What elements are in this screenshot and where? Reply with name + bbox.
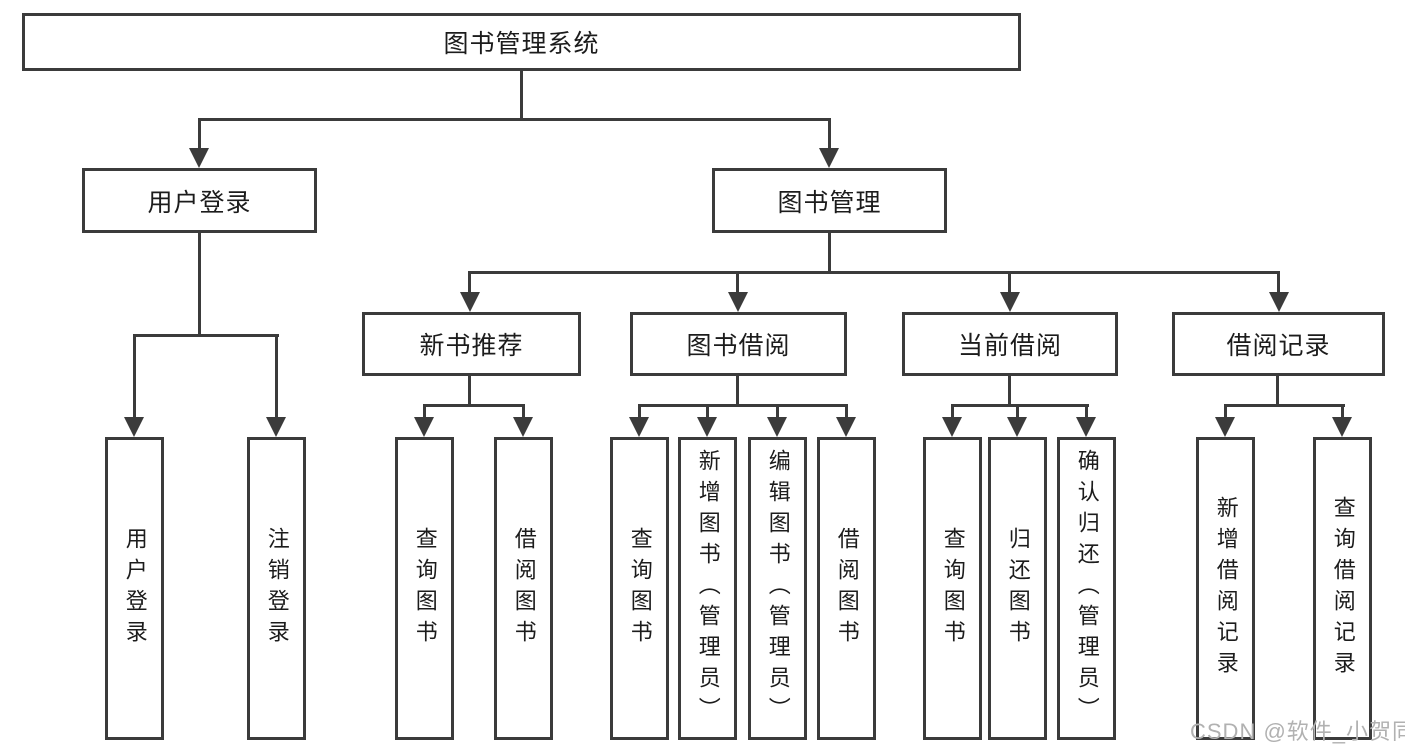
connector-stem — [845, 404, 848, 418]
connector-stem — [1016, 404, 1019, 418]
leaf-bb-edit-book-label: 编辑图书（管理员） — [765, 449, 791, 728]
connector-user-login-vline — [198, 233, 201, 336]
arrowhead — [414, 417, 434, 437]
connector-user-login-hline — [133, 334, 279, 337]
connector-stem — [951, 404, 954, 418]
connector-stem — [776, 404, 779, 418]
node-borrow-record-label: 借阅记录 — [1226, 332, 1331, 360]
arrowhead — [1332, 417, 1352, 437]
connector-nbr-vline — [468, 376, 471, 407]
arrowhead — [629, 417, 649, 437]
arrowhead — [819, 148, 839, 168]
connector-stem — [828, 118, 831, 150]
connector-stem — [1277, 271, 1280, 295]
leaf-bb-edit-book: 编辑图书（管理员） — [748, 437, 807, 740]
leaf-bb-borrow-book: 借阅图书 — [817, 437, 876, 740]
connector-stem — [1224, 404, 1227, 418]
leaf-nbr-borrow-book-label: 借阅图书 — [511, 526, 537, 651]
node-current-borrow: 当前借阅 — [902, 312, 1118, 376]
node-book-borrow-label: 图书借阅 — [686, 332, 791, 360]
arrowhead — [266, 417, 286, 437]
node-new-book-recommend: 新书推荐 — [362, 312, 581, 376]
connector-bb-hline — [638, 404, 848, 407]
connector-book-mgmt-hline — [468, 271, 1280, 274]
leaf-br-add-record-label: 新增借阅记录 — [1213, 495, 1239, 682]
arrowhead — [1007, 417, 1027, 437]
connector-cb-vline — [1008, 376, 1011, 407]
arrowhead — [767, 417, 787, 437]
connector-stem — [638, 404, 641, 418]
arrowhead — [1269, 292, 1289, 312]
leaf-user-login: 用户登录 — [105, 437, 164, 740]
leaf-nbr-borrow-book: 借阅图书 — [494, 437, 553, 740]
arrowhead — [1076, 417, 1096, 437]
leaf-nbr-query-book-label: 查询图书 — [412, 526, 438, 651]
arrowhead — [460, 292, 480, 312]
connector-cb-hline — [951, 404, 1089, 407]
leaf-user-login-label: 用户登录 — [122, 526, 148, 651]
arrowhead — [697, 417, 717, 437]
leaf-cb-confirm-return: 确认归还（管理员） — [1057, 437, 1116, 740]
node-user-login: 用户登录 — [82, 168, 317, 233]
arrowhead — [513, 417, 533, 437]
connector-stem — [1341, 404, 1344, 418]
node-new-book-recommend-label: 新书推荐 — [419, 332, 524, 360]
connector-book-mgmt-vline — [828, 233, 831, 274]
node-borrow-record: 借阅记录 — [1172, 312, 1385, 376]
leaf-cb-confirm-return-label: 确认归还（管理员） — [1074, 449, 1100, 728]
leaf-logout: 注销登录 — [247, 437, 306, 740]
connector-stem — [275, 334, 278, 417]
connector-stem — [522, 404, 525, 418]
connector-root-hline — [198, 118, 831, 121]
leaf-br-add-record: 新增借阅记录 — [1196, 437, 1255, 740]
leaf-br-query-record-label: 查询借阅记录 — [1330, 495, 1356, 682]
connector-br-hline — [1224, 404, 1345, 407]
leaf-bb-add-book-label: 新增图书（管理员） — [695, 449, 721, 728]
leaf-bb-add-book: 新增图书（管理员） — [678, 437, 737, 740]
leaf-br-query-record: 查询借阅记录 — [1313, 437, 1372, 740]
connector-stem — [423, 404, 426, 418]
arrowhead — [728, 292, 748, 312]
leaf-cb-return-book: 归还图书 — [988, 437, 1047, 740]
arrowhead — [124, 417, 144, 437]
connector-nbr-hline — [423, 404, 525, 407]
connector-root-vline — [520, 71, 523, 121]
arrowhead — [189, 148, 209, 168]
connector-stem — [133, 334, 136, 417]
connector-bb-vline — [736, 376, 739, 407]
leaf-bb-query-book: 查询图书 — [610, 437, 669, 740]
node-book-management: 图书管理 — [712, 168, 947, 233]
leaf-cb-query-book-label: 查询图书 — [940, 526, 966, 651]
node-current-borrow-label: 当前借阅 — [957, 332, 1062, 360]
node-root: 图书管理系统 — [22, 13, 1021, 71]
arrowhead — [942, 417, 962, 437]
leaf-bb-query-book-label: 查询图书 — [627, 526, 653, 651]
node-user-login-label: 用户登录 — [147, 188, 252, 217]
connector-stem — [736, 271, 739, 295]
connector-stem — [1008, 271, 1011, 295]
leaf-cb-query-book: 查询图书 — [923, 437, 982, 740]
connector-stem — [706, 404, 709, 418]
connector-stem — [468, 271, 471, 295]
arrowhead — [836, 417, 856, 437]
csdn-watermark: CSDN @软件_小贺同学 — [1190, 719, 1405, 744]
leaf-cb-return-book-label: 归还图书 — [1005, 526, 1031, 651]
arrowhead — [1215, 417, 1235, 437]
connector-stem — [1085, 404, 1088, 418]
arrowhead — [1000, 292, 1020, 312]
node-book-borrow: 图书借阅 — [630, 312, 847, 376]
connector-br-vline — [1276, 376, 1279, 407]
connector-stem — [198, 118, 201, 150]
leaf-nbr-query-book: 查询图书 — [395, 437, 454, 740]
leaf-logout-label: 注销登录 — [264, 526, 290, 651]
leaf-bb-borrow-book-label: 借阅图书 — [834, 526, 860, 651]
node-book-management-label: 图书管理 — [777, 188, 882, 217]
node-root-label: 图书管理系统 — [443, 30, 600, 58]
